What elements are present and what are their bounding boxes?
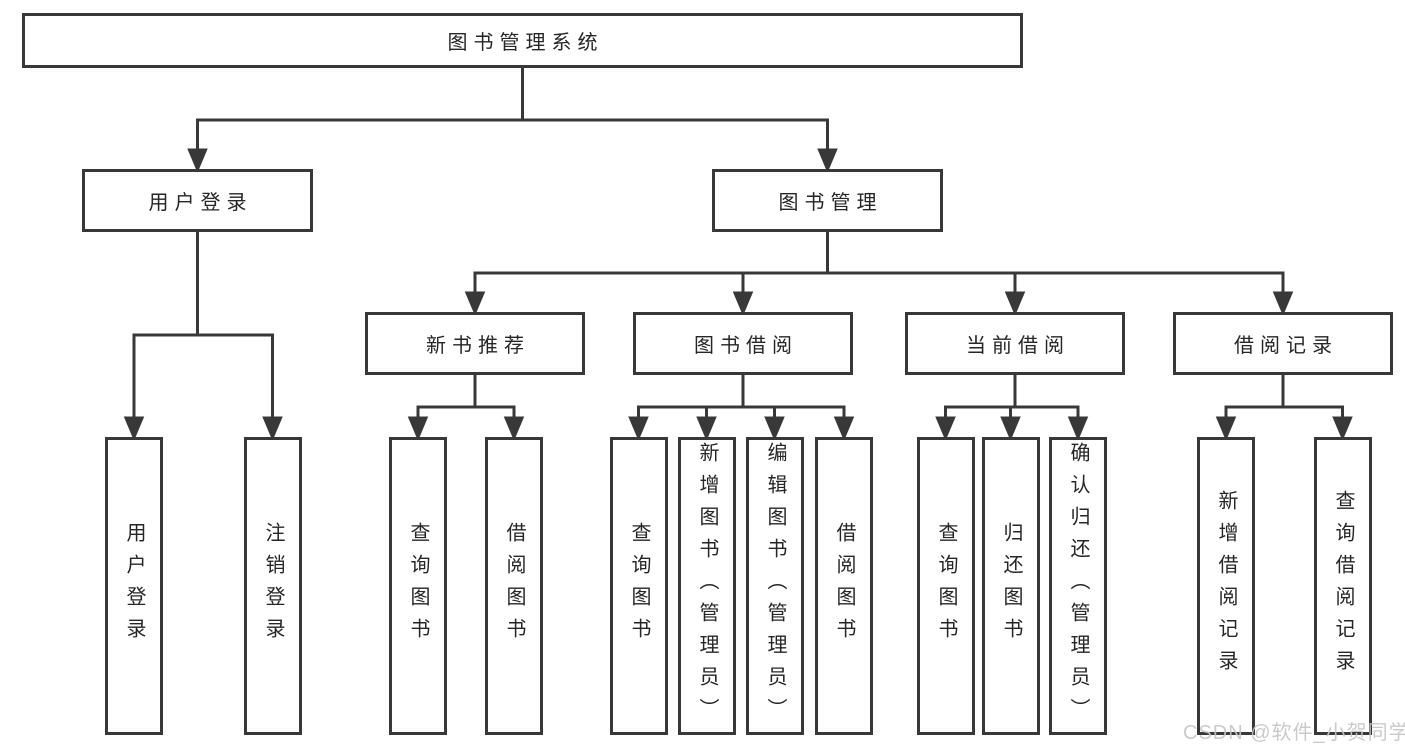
node-current-borrowing: 当前借阅: [905, 312, 1125, 375]
leaf-user-login: 用户登录: [105, 437, 163, 735]
node-book-management: 图书管理: [712, 169, 943, 232]
leaf-label: 借阅图书: [833, 522, 855, 650]
node-label: 用户登录: [148, 192, 253, 214]
leaf-label: 编辑图书（管理员）: [764, 442, 786, 730]
node-label: 图书借阅: [694, 335, 798, 357]
leaf-label: 注销登录: [262, 522, 284, 650]
leaf-label: 查询图书: [407, 522, 429, 650]
leaf-label: 查询图书: [628, 522, 650, 650]
leaf-label: 归还图书: [1000, 522, 1022, 650]
node-user-login: 用户登录: [82, 169, 313, 232]
leaf-query-books-recommend: 查询图书: [389, 437, 447, 735]
leaf-label: 新增图书（管理员）: [696, 442, 718, 730]
leaf-label: 用户登录: [123, 522, 145, 650]
leaf-query-borrow-record: 查询借阅记录: [1314, 437, 1372, 735]
leaf-logout: 注销登录: [244, 437, 302, 735]
node-library-management-system: 图书管理系统: [22, 13, 1023, 68]
node-book-borrowing: 图书借阅: [633, 312, 853, 375]
leaf-query-books-current: 查询图书: [917, 437, 975, 735]
node-borrowing-records: 借阅记录: [1173, 312, 1393, 375]
leaf-borrow-books-recommend: 借阅图书: [485, 437, 543, 735]
watermark-text: CSDN @软件_小贺同学: [1183, 722, 1405, 744]
leaf-label: 查询图书: [935, 522, 957, 650]
node-label: 图书管理: [778, 192, 883, 214]
leaf-confirm-return-admin: 确认归还（管理员）: [1049, 437, 1107, 735]
node-label: 借阅记录: [1234, 335, 1338, 357]
leaf-borrow-books-borrowing: 借阅图书: [815, 437, 873, 735]
leaf-add-borrow-record: 新增借阅记录: [1197, 437, 1255, 735]
node-label: 图书管理系统: [447, 32, 604, 54]
leaf-label: 新增借阅记录: [1215, 490, 1237, 682]
leaf-label: 借阅图书: [503, 522, 525, 650]
leaf-add-books-admin: 新增图书（管理员）: [678, 437, 736, 735]
node-label: 新书推荐: [426, 335, 530, 357]
leaf-label: 确认归还（管理员）: [1067, 442, 1089, 730]
node-new-book-recommendation: 新书推荐: [365, 312, 585, 375]
node-label: 当前借阅: [966, 335, 1070, 357]
leaf-edit-books-admin: 编辑图书（管理员）: [746, 437, 804, 735]
leaf-query-books-borrowing: 查询图书: [610, 437, 668, 735]
leaf-return-books: 归还图书: [982, 437, 1040, 735]
leaf-label: 查询借阅记录: [1332, 490, 1354, 682]
